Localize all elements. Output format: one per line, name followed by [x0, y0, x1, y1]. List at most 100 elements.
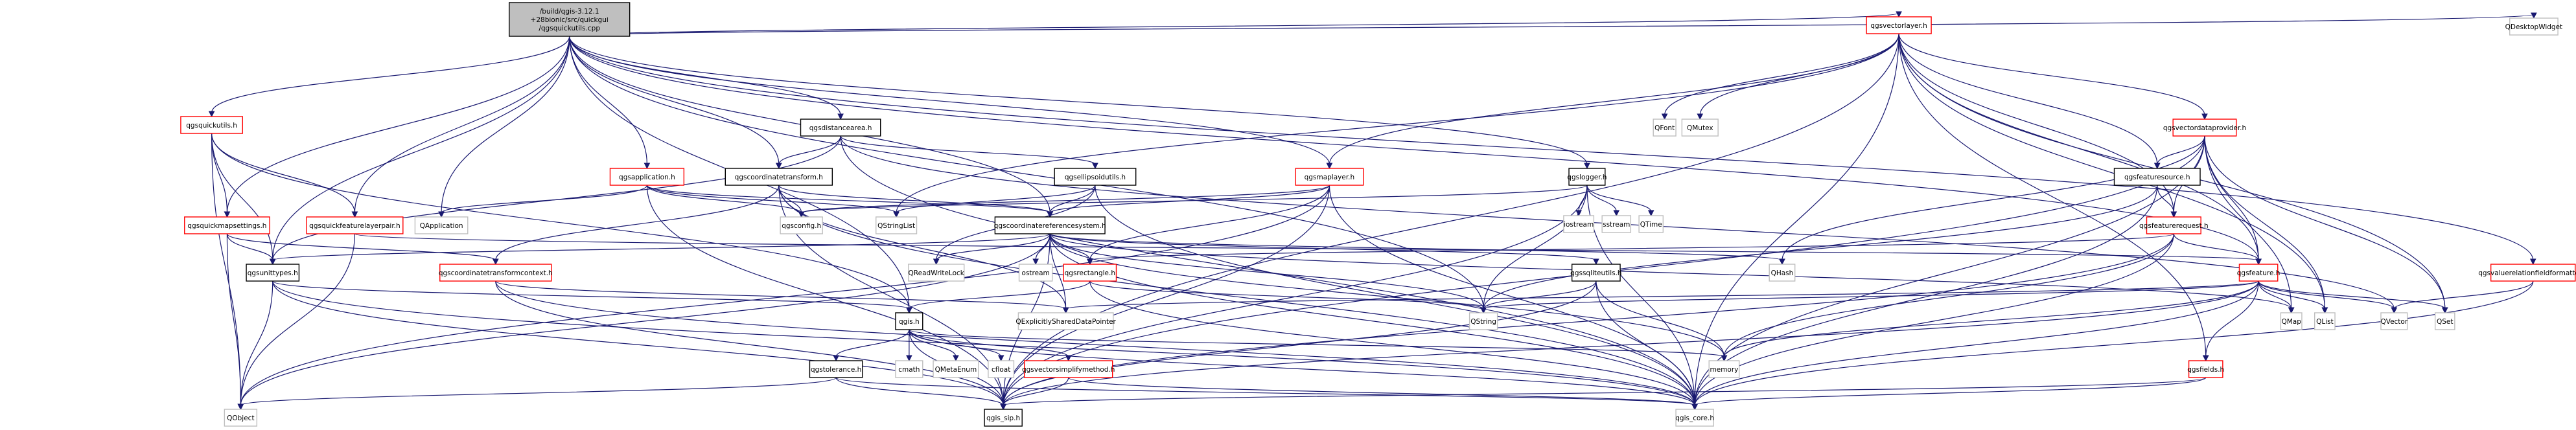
edge-qgsfields-to-qgis_core — [1694, 377, 2207, 406]
node-cmath: cmath — [895, 360, 923, 378]
edge-root-to-qgsquickmapsettings — [226, 36, 570, 214]
node-label: qgslogger.h — [1567, 174, 1607, 181]
node-box — [895, 312, 923, 330]
arrowhead-qgsvectorlayer-to-QFont — [1661, 113, 1668, 120]
edge-qgscoordinatereferencesystem-to-QHash — [1049, 233, 1783, 261]
node-qgsvectordataprovider[interactable]: qgsvectordataprovider.h — [2163, 119, 2246, 137]
node-box — [2314, 312, 2336, 330]
edge-root-to-qgsquickutils — [211, 36, 570, 113]
edge-qgstolerance-to-qgis_sip — [835, 377, 1004, 406]
edge-qgscoordinatetransformcontext-to-QExplicitlySharedDataPointer — [495, 280, 1067, 310]
node-qgsfeaturesource[interactable]: qgsfeaturesource.h — [2113, 168, 2201, 186]
node-box — [2380, 312, 2408, 330]
node-label: qgsapplication.h — [619, 174, 675, 181]
edge-qgsquickmapsettings-to-qgsunittypes — [226, 233, 273, 261]
node-label: QTime — [1640, 221, 1662, 229]
edge-qgssqliteutils-to-QString — [1483, 280, 1597, 310]
node-qgscoordinatereferencesystem[interactable]: qgscoordinatereferencesystem.h — [994, 216, 1106, 234]
edge-qgsrectangle-to-qgis — [909, 280, 1091, 310]
edge-qgsvectordataprovider-to-QList — [2204, 135, 2325, 310]
edge-qgsfeaturerequest-to-qgsrectangle — [1089, 233, 2174, 261]
node-qgsquickutils[interactable]: qgsquickutils.h — [180, 116, 243, 134]
node-qgis-sip[interactable]: qgis_sip.h — [984, 409, 1023, 427]
node-qgsquickmapsettings[interactable]: qgsquickmapsettings.h — [184, 216, 270, 234]
edge-qgscoordinatetransformcontext-to-qgis_core — [495, 280, 1695, 406]
edge-qgscoordinatetransformcontext-to-qgis_sip — [495, 280, 1004, 406]
node-box — [800, 119, 881, 137]
node-qgsfeaturerequest[interactable]: qgsfeaturerequest.h — [2139, 216, 2209, 234]
node-qgsvaluerelationfieldformatter[interactable]: qgsvaluerelationfieldformatter.h — [2478, 264, 2576, 282]
edge-qgsfeature-to-QVector — [2258, 280, 2395, 310]
arrowhead-qgsfields-to-qgis_core — [1691, 403, 1698, 411]
edge-qgsdistancearea-to-qgsellipsoidutils — [840, 135, 1096, 165]
node-qgis[interactable]: qgis.h — [895, 312, 923, 330]
arrowhead-qgslogger-to-sstream — [1613, 210, 1620, 217]
node-label: +28bionic/src/quickgui — [531, 16, 609, 24]
node-label: qgsrectangle.h — [1065, 269, 1115, 277]
arrowhead-qgscoordinatereferencesystem-to-qgssqliteutils — [1593, 258, 1599, 266]
node-qgsmaplayer[interactable]: qgsmaplayer.h — [1295, 168, 1364, 186]
node-box — [306, 216, 404, 234]
node-qgsapplication[interactable]: qgsapplication.h — [609, 168, 685, 186]
edge-qgscoordinatereferencesystem-to-memory — [1049, 233, 1725, 357]
node-qgslogger[interactable]: qgslogger.h — [1567, 168, 1607, 186]
node-box — [1063, 264, 1117, 282]
node-qgstolerance[interactable]: qgstolerance.h — [809, 360, 863, 378]
edge-qgsvectordataprovider-to-qgsfeaturesource — [2157, 135, 2205, 165]
node-box — [509, 2, 631, 37]
arrowhead-root-to-qgsquickutils — [208, 111, 215, 118]
node-box — [246, 264, 300, 282]
edge-qgsmaplayer-to-qgsrectangle — [1089, 185, 1330, 261]
node-qgsvectorsimplifymethod[interactable]: qgsvectorsimplifymethod.h — [1022, 360, 1115, 378]
node-label: QList — [2316, 318, 2334, 326]
node-label: qgscoordinatetransform.h — [735, 174, 823, 181]
edge-qgsfeaturesource-to-QString — [1483, 185, 2158, 310]
node-qgsvectorlayer[interactable]: qgsvectorlayer.h — [1866, 16, 1932, 34]
node-label: qgsfeaturerequest.h — [2139, 222, 2209, 230]
node-box — [1638, 215, 1664, 233]
node-qgsfields[interactable]: qgsfields.h — [2187, 360, 2224, 378]
node-label: qgsunittypes.h — [248, 269, 298, 277]
node-box — [988, 360, 1015, 378]
node-qgsrectangle[interactable]: qgsrectangle.h — [1063, 264, 1117, 282]
arrowhead-qgsquickutils-to-qgsquickfeaturelayerpair — [351, 211, 358, 218]
node-label: qgsfeaturesource.h — [2124, 174, 2190, 181]
arrowhead-qgsvectorlayer-to-qgsvectordataprovider — [2201, 113, 2208, 120]
edge-qgsapplication-to-QApplication — [441, 185, 647, 214]
edge-qgsvectorlayer-to-qgsfields — [1898, 33, 2207, 357]
node-box — [984, 409, 1023, 427]
edge-root-to-QString — [569, 36, 1484, 310]
edge-qgsvectordataprovider-to-QMap — [2204, 135, 2292, 310]
arrowhead-qgsdistancearea-to-QVector — [2391, 307, 2398, 314]
edge-qgis-to-QMetaEnum — [909, 329, 957, 357]
arrowhead-qgsfields-to-qgis_sip — [1000, 403, 1006, 411]
edge-qgsfeature-to-QList — [2258, 280, 2325, 310]
node-qgsellipsoidutils[interactable]: qgsellipsoidutils.h — [1054, 168, 1137, 186]
node-qgscoordinatetransformcontext[interactable]: qgscoordinatetransformcontext.h — [439, 264, 553, 282]
arrowhead-qgsfeature-to-qgsfields — [2202, 355, 2209, 362]
node-label: QApplication — [420, 222, 463, 230]
edge-qgsfeature-to-qgis_sip — [1003, 280, 2259, 406]
node-qgscoordinatetransform[interactable]: qgscoordinatetransform.h — [725, 168, 833, 186]
node-qgsdistancearea[interactable]: qgsdistancearea.h — [800, 119, 881, 137]
node-qgsunittypes[interactable]: qgsunittypes.h — [246, 264, 300, 282]
edge-qgsquickutils-to-qgsunittypes — [211, 133, 273, 261]
node-box — [2280, 312, 2303, 330]
edge-qgsvectorlayer-to-qgsfeaturesource — [1898, 33, 2158, 165]
edge-qgslogger-to-iostream — [1578, 185, 1588, 212]
node-label: QSet — [2437, 318, 2454, 326]
edge-qgssqliteutils-to-memory — [1595, 280, 1725, 357]
edge-qgsellipsoidutils-to-QStringList — [896, 185, 1096, 214]
node-box — [1571, 264, 1621, 282]
arrowhead-root-to-QDesktopWidget — [2531, 12, 2537, 19]
edge-qgscoordinatetransform-to-qgis_core — [778, 185, 1695, 406]
arrowhead-qgscoordinatereferencesystem-to-QMap — [2288, 307, 2295, 314]
node-qgssqliteutils[interactable]: qgssqliteutils.h — [1570, 264, 1622, 282]
node-qgsconfig: qgsconfig.h — [780, 216, 823, 234]
node-qgsfeature[interactable]: qgsfeature.h — [2237, 264, 2280, 282]
node-qgsquickfeaturelayerpair[interactable]: qgsquickfeaturelayerpair.h — [306, 216, 404, 234]
edge-qgsunittypes-to-qgis_sip — [272, 280, 1004, 406]
edge-qgstolerance-to-QObject — [240, 377, 837, 406]
edge-qgsvectorlayer-to-QList — [1898, 33, 2325, 310]
node-box — [1024, 360, 1113, 378]
